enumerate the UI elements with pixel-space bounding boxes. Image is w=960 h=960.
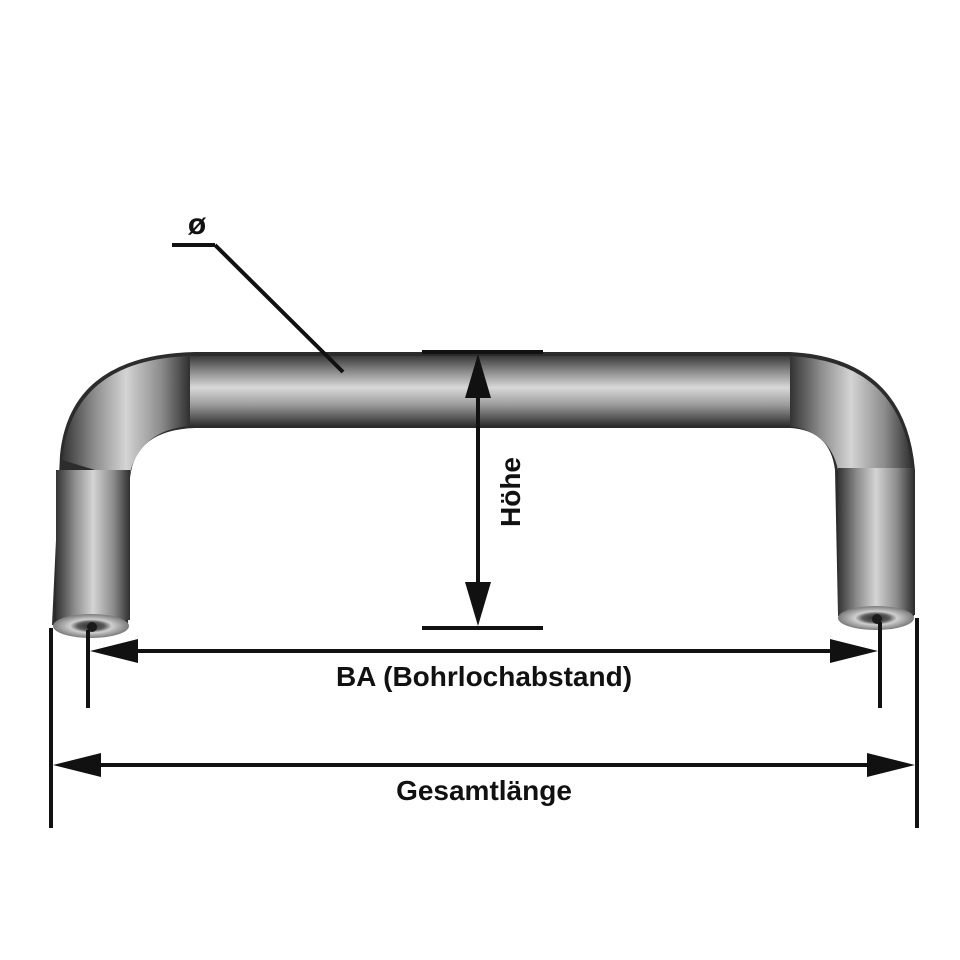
handle-top-bar bbox=[185, 356, 795, 426]
overall-length-dimension: Gesamtlänge bbox=[49, 618, 919, 828]
overall-length-label: Gesamtlänge bbox=[396, 775, 572, 806]
height-arrow-up bbox=[465, 354, 491, 398]
ba-arrow-right bbox=[830, 639, 878, 663]
handle-left-bend bbox=[62, 356, 190, 480]
ba-arrow-left bbox=[90, 639, 138, 663]
left-screw-hole bbox=[87, 622, 97, 632]
handle-left-leg bbox=[56, 470, 130, 620]
diameter-label: ø bbox=[188, 208, 207, 241]
diameter-callout: ø bbox=[172, 208, 345, 374]
handle-image bbox=[52, 352, 915, 638]
handle-right-leg bbox=[838, 468, 914, 616]
handle-right-bend bbox=[790, 356, 912, 470]
height-dimension: Höhe bbox=[422, 350, 543, 630]
height-arrow-down bbox=[465, 582, 491, 626]
diameter-leader-line bbox=[213, 243, 345, 374]
hole-spacing-dimension: BA (Bohrlochabstand) bbox=[86, 622, 882, 708]
hole-spacing-label: BA (Bohrlochabstand) bbox=[336, 661, 632, 692]
right-screw-hole bbox=[872, 614, 882, 624]
length-arrow-right bbox=[867, 753, 915, 777]
length-arrow-left bbox=[53, 753, 101, 777]
height-label: Höhe bbox=[495, 457, 526, 527]
